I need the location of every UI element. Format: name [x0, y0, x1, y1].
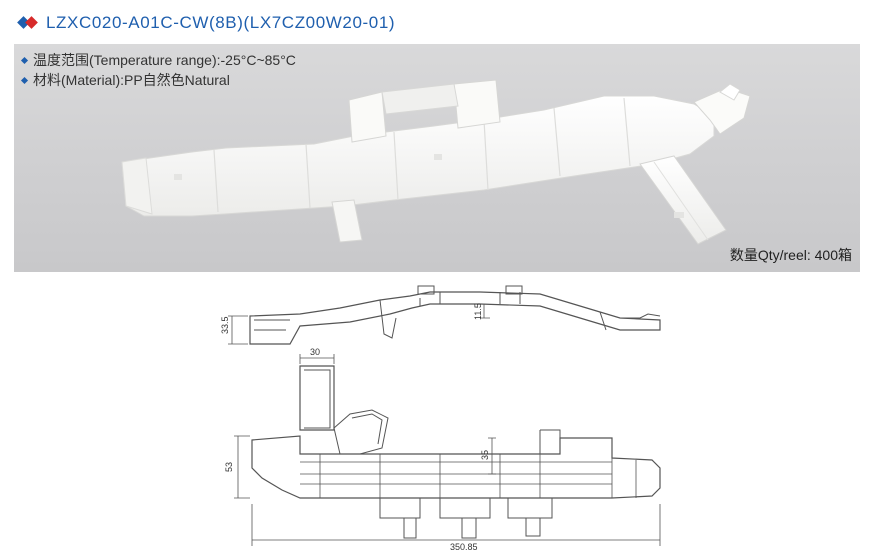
spec-temperature-text: 温度范围(Temperature range):-25°C~85°C [33, 52, 296, 68]
dim-clip-width: 30 [310, 347, 320, 357]
bullet-icon [20, 56, 29, 64]
spec-list: 温度范围(Temperature range):-25°C~85°C 材料(Ma… [20, 50, 296, 90]
product-photo [121, 79, 751, 245]
spec-item-material: 材料(Material):PP自然色Natural [20, 70, 296, 90]
spec-item-temperature: 温度范围(Temperature range):-25°C~85°C [20, 50, 296, 70]
diamond-logo-icon [17, 16, 40, 30]
title-row: LZXC020-A01C-CW(8B)(LX7CZ00W20-01) [17, 12, 396, 34]
technical-drawing: 33.5 11.5 30 53 35 350.85 [220, 285, 661, 552]
product-title: LZXC020-A01C-CW(8B)(LX7CZ00W20-01) [46, 13, 396, 32]
spec-material-text: 材料(Material):PP自然色Natural [33, 72, 230, 88]
bullet-icon [20, 76, 29, 84]
dim-height-side: 33.5 [220, 316, 230, 334]
dim-overall-length: 350.85 [450, 542, 478, 552]
quantity-per-reel: 数量Qty/reel: 400箱 [729, 247, 852, 263]
product-photo-panel: 温度范围(Temperature range):-25°C~85°C 材料(Ma… [14, 44, 860, 272]
dim-small-step: 11.5 [473, 303, 483, 320]
dim-height-top: 53 [224, 462, 234, 472]
dim-inner: 35 [480, 450, 490, 460]
